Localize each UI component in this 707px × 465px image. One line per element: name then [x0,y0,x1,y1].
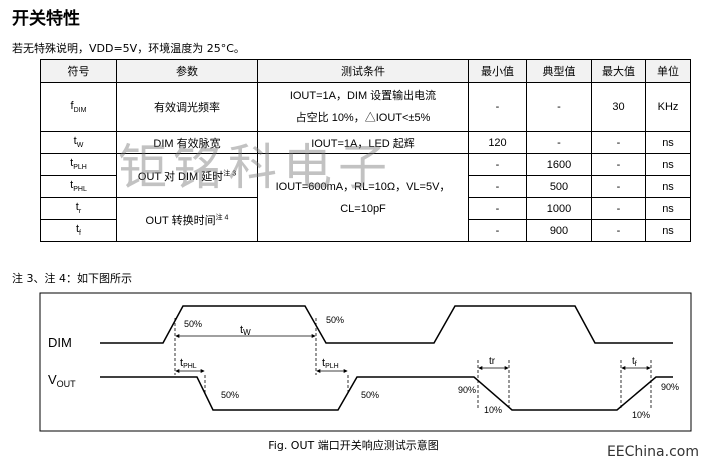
symbol-fdim: fDIM [40,82,117,132]
tr-label: tr [489,356,496,367]
dim-label: DIM [48,335,72,350]
vout-label: VOUT [48,372,76,389]
header-typ: 典型值 [526,59,592,83]
min-tf: - [468,219,527,242]
tw-label: tW [240,324,251,337]
header-max: 最大值 [591,59,646,83]
table-row: tf - 900 - ns [40,219,691,242]
min-fdim: - [468,82,527,132]
header-conditions: 测试条件 [257,59,469,83]
param-switch: OUT 转换时间注 4 [116,197,258,242]
table-header-row: 符号 参数 测试条件 最小值 典型值 最大值 单位 [40,59,691,83]
unit-tf: ns [645,219,691,242]
site-watermark: EEChina.com [606,444,699,460]
pct-50-dim-rise: 50% [184,319,202,329]
header-unit: 单位 [645,59,691,83]
header-symbol: 符号 [40,59,117,83]
figure-note: 注 3、注 4：如下图所示 [12,272,132,285]
pct-10-right: 10% [632,410,650,420]
symbol-tf: tf [40,219,117,242]
table-row: tPLH OUT 对 DIM 延时注 3 IOUT=600mA，RL=10Ω，V… [40,153,691,242]
pct-90-rise-left: 90% [458,385,476,395]
section-title: 开关特性 [12,9,80,29]
typ-tf: 900 [526,219,592,242]
figure-frame [39,292,692,432]
table-row: fDIM 有效调光频率 IOUT=1A，DIM 设置输出电流占空比 10%，△I… [40,82,691,132]
measurement-arrows [175,334,651,373]
max-fdim: 30 [591,82,646,132]
cond-fdim: IOUT=1A，DIM 设置输出电流占空比 10%，△IOUT<±5% [257,82,469,132]
tf-label: tf [632,356,637,368]
table-row: tW DIM 有效脉宽 IOUT=1A，LED 起辉 120 - - ns [40,131,691,154]
dim-waveform [100,305,673,344]
tphl-label: tPHL [180,357,197,370]
conditions-note: 若无特殊说明，VDD=5V，环境温度为 25°C。 [12,42,245,55]
switching-characteristics-table: 符号 参数 测试条件 最小值 典型值 最大值 单位 fDIM 有效调光频率 IO… [40,59,691,242]
pct-50-dim-fall: 50% [326,315,344,325]
vout-waveform [100,376,673,411]
symbol-tphl: tPHL [40,175,117,198]
tplh-label: tPLH [322,357,339,370]
pct-50-vout-fall: 50% [221,390,239,400]
param-fdim: 有效调光频率 [116,82,258,132]
reference-lines [174,318,652,410]
pct-10-rise-left: 10% [484,405,502,415]
typ-fdim: - [526,82,592,132]
pct-50-vout-rise: 50% [361,390,379,400]
figure-caption: Fig. OUT 端口开关响应测试示意图 [268,439,439,452]
pct-90-right: 90% [661,382,679,392]
cond-group: IOUT=600mA，RL=10Ω，VL=5V，CL=10pF [257,153,469,242]
